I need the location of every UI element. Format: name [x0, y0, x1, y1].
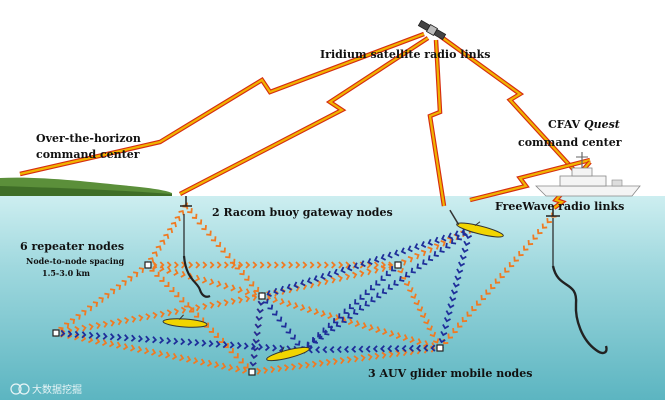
acoustic-link-blue — [300, 344, 443, 354]
label-buoy-nodes: 2 Racom buoy gateway nodes — [212, 206, 393, 219]
repeater-node — [52, 329, 60, 337]
acoustic-link-orange — [144, 261, 265, 300]
acoustic-links — [52, 202, 557, 376]
label-node-spacing: Node-to-node spacing — [26, 256, 125, 266]
repeater-node — [394, 261, 402, 269]
buoy-node-left — [180, 196, 211, 298]
label-ship-line1: CFAV Quest — [548, 118, 620, 131]
repeater-node — [436, 344, 444, 352]
label-auv-gliders: 3 AUV glider mobile nodes — [368, 367, 532, 380]
label-ship-line2: command center — [518, 136, 622, 149]
repeater-node — [144, 261, 152, 269]
ship-icon — [535, 152, 641, 197]
radio-links — [19, 31, 592, 210]
repeater-node — [258, 292, 266, 300]
watermark-text: 大数据挖掘 — [32, 383, 82, 396]
watermark: 大数据挖掘 — [10, 383, 82, 396]
acoustic-link-blue — [259, 226, 474, 300]
label-satellite-links: Iridium satellite radio links — [320, 48, 490, 61]
satellite-icon — [417, 19, 447, 41]
acoustic-link-orange — [144, 261, 254, 374]
radio-link-glider-core — [428, 39, 446, 207]
repeater-nodes — [52, 261, 444, 376]
glider-surface — [449, 209, 504, 238]
glider-center — [266, 346, 310, 362]
label-repeater-nodes: 6 repeater nodes — [20, 240, 124, 253]
radio-link-command-center-core — [19, 32, 425, 176]
label-command-center-line1: Over-the-horizon — [36, 132, 141, 145]
radio-link-buoy-core — [179, 37, 429, 195]
radio-link-ship-core — [439, 35, 575, 171]
buoy-node-right — [546, 206, 608, 355]
label-node-spacing-range: 1.5-3.0 km — [42, 268, 90, 278]
acoustic-link-orange — [249, 344, 443, 376]
glider-left — [162, 314, 208, 328]
sea-background — [0, 196, 665, 400]
acoustic-link-blue — [53, 329, 306, 354]
freewave-link-1-core — [469, 158, 591, 202]
acoustic-link-orange — [52, 329, 255, 376]
label-command-center-line2: command center — [36, 148, 140, 161]
label-freewave: FreeWave radio links — [495, 200, 624, 213]
repeater-node — [248, 368, 256, 376]
